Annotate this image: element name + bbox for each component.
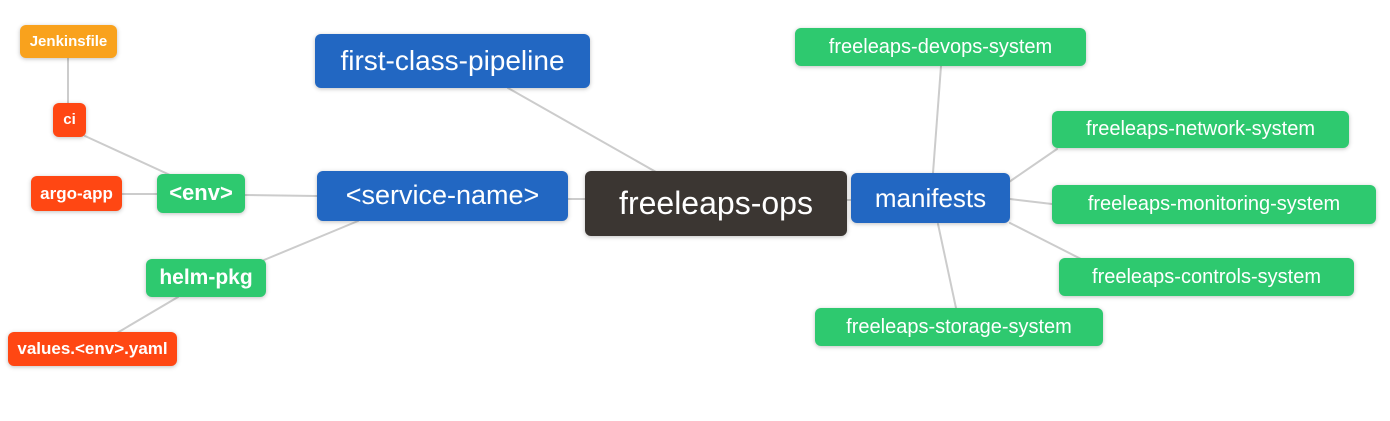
- edge-manifests--freeleaps-monitoring-system: [1009, 198, 1053, 205]
- node-helm-pkg[interactable]: helm-pkg: [146, 259, 266, 297]
- node-label-jenkinsfile: Jenkinsfile: [29, 32, 108, 50]
- node-label-first-class-pipeline: first-class-pipeline: [340, 44, 565, 76]
- node-label-freeleaps-controls-system: freeleaps-controls-system: [1092, 265, 1321, 288]
- edge-manifests--freeleaps-storage-system: [937, 223, 957, 309]
- node-label-manifests: manifests: [874, 182, 987, 213]
- node-label-freeleaps-network-system: freeleaps-network-system: [1086, 118, 1315, 140]
- node-ci[interactable]: ci: [53, 103, 86, 137]
- edge-env--service-name: [243, 194, 318, 197]
- edge-manifests--freeleaps-controls-system: [1009, 222, 1082, 260]
- edge-service-name--helm-pkg: [263, 220, 359, 261]
- node-label-values-env-yaml: values.<env>.yaml: [17, 339, 168, 358]
- node-label-ci: ci: [63, 111, 76, 128]
- node-label-freeleaps-monitoring-system: freeleaps-monitoring-system: [1087, 193, 1341, 215]
- edge-first-class-pipeline--freeleaps-ops: [507, 87, 657, 173]
- edge-manifests--freeleaps-devops-system: [932, 65, 942, 174]
- node-service-name[interactable]: <service-name>: [317, 171, 568, 221]
- node-freeleaps-ops[interactable]: freeleaps-ops: [585, 171, 847, 236]
- edge-ci--env: [84, 135, 171, 176]
- node-label-env: <env>: [169, 180, 233, 205]
- node-freeleaps-devops-system[interactable]: freeleaps-devops-system: [795, 28, 1086, 66]
- node-first-class-pipeline[interactable]: first-class-pipeline: [315, 34, 590, 88]
- node-manifests[interactable]: manifests: [851, 173, 1010, 223]
- node-label-argo-app: argo-app: [40, 183, 113, 203]
- edge-manifests--freeleaps-network-system: [1008, 148, 1058, 183]
- node-label-helm-pkg: helm-pkg: [159, 266, 253, 289]
- node-label-freeleaps-storage-system: freeleaps-storage-system: [846, 315, 1072, 338]
- node-label-freeleaps-devops-system: freeleaps-devops-system: [828, 35, 1053, 58]
- node-label-freeleaps-ops: freeleaps-ops: [619, 185, 813, 221]
- node-freeleaps-network-system[interactable]: freeleaps-network-system: [1052, 111, 1349, 148]
- node-label-service-name: <service-name>: [345, 180, 540, 210]
- node-freeleaps-controls-system[interactable]: freeleaps-controls-system: [1059, 258, 1354, 296]
- node-argo-app[interactable]: argo-app: [31, 176, 122, 211]
- node-values-env-yaml[interactable]: values.<env>.yaml: [8, 332, 177, 366]
- node-freeleaps-monitoring-system[interactable]: freeleaps-monitoring-system: [1052, 185, 1376, 224]
- node-jenkinsfile[interactable]: Jenkinsfile: [20, 25, 117, 58]
- node-freeleaps-storage-system[interactable]: freeleaps-storage-system: [815, 308, 1103, 346]
- node-env[interactable]: <env>: [157, 174, 245, 213]
- edge-helm-pkg--values-env-yaml: [116, 296, 179, 334]
